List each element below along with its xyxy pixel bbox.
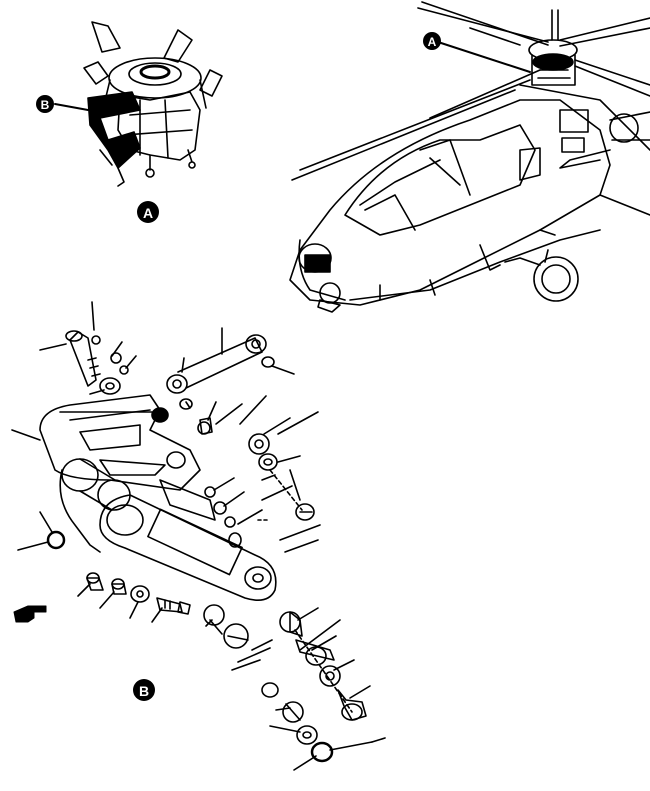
pointing-hand-icon <box>13 605 47 623</box>
callout-a-top-label: A <box>428 35 437 49</box>
view-label-b-text: B <box>139 683 149 699</box>
callout-b-top: B <box>36 95 54 113</box>
helicopter-overview <box>289 1 650 313</box>
callout-b-top-label: B <box>41 98 50 112</box>
callout-a-top: A <box>423 32 441 50</box>
detail-b-exploded-view <box>11 301 386 771</box>
detail-a-assembly <box>54 21 223 187</box>
view-label-a: A <box>137 201 159 223</box>
view-label-a-text: A <box>143 205 153 221</box>
view-label-b: B <box>133 679 155 701</box>
